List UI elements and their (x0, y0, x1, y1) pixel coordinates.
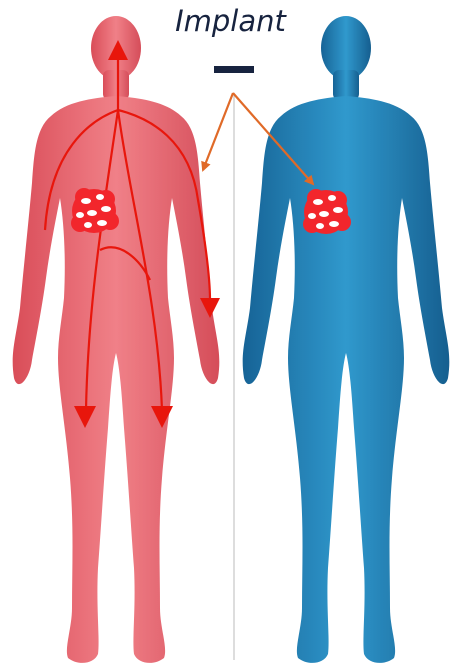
implant-cell-cluster-icon (71, 188, 119, 233)
human-figure-blue-icon (243, 16, 450, 663)
callout-arrow-left (203, 93, 233, 170)
implant-symbol (214, 66, 254, 73)
implant-cell-cluster-icon (303, 189, 351, 234)
human-figure-red-icon (13, 16, 220, 663)
implant-label: Implant (0, 4, 453, 38)
